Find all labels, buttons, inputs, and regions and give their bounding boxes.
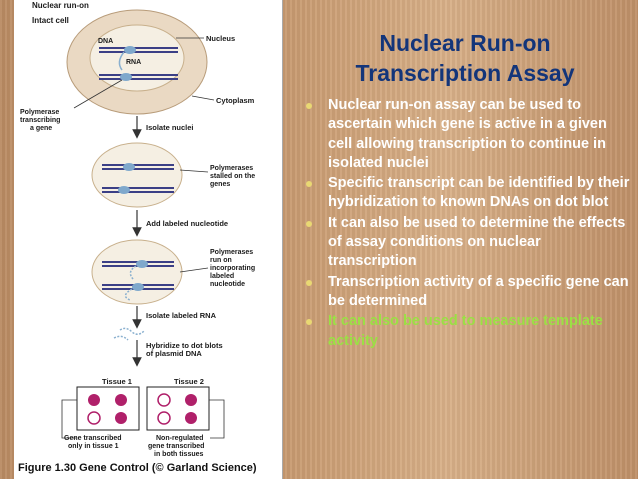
bracket-tissue-1 bbox=[61, 399, 77, 439]
figure-header: Nuclear run-on bbox=[32, 1, 89, 10]
label-intact-cell: Intact cell bbox=[32, 16, 69, 25]
label-polymerase-line1: Polymerase bbox=[20, 109, 59, 116]
label-gene-tissue1-2: only in tissue 1 bbox=[68, 443, 119, 450]
step-hybridize-2: of plasmid DNA bbox=[146, 349, 202, 358]
label-stalled-2: stalled on the bbox=[210, 173, 255, 180]
bracket-tissue-2 bbox=[209, 399, 225, 439]
figure-caption-text: Gene Control (© Garland Science) bbox=[79, 462, 257, 474]
bullet-text: It can also be used to measure template … bbox=[328, 313, 603, 349]
slide-title-line-2: Transcription Assay bbox=[355, 60, 575, 86]
dot-t2-gene1-empty bbox=[157, 393, 171, 407]
dot-t2-gene2 bbox=[185, 394, 197, 406]
label-runon-5: nucleotide bbox=[210, 281, 245, 288]
dot-t1-gene4 bbox=[115, 412, 127, 424]
label-runon-4: labeled bbox=[210, 273, 234, 280]
label-runon-2: run on bbox=[210, 257, 232, 264]
leader-runon bbox=[179, 267, 209, 273]
leader-polymerase bbox=[73, 79, 123, 109]
bullet-text: Specific transcript can be identified by… bbox=[328, 175, 630, 211]
nucleus-3 bbox=[91, 239, 183, 305]
dot-t1-gene1 bbox=[88, 394, 100, 406]
step-isolate-rna: Isolate labeled RNA bbox=[146, 311, 217, 320]
label-polymerase-line3: a gene bbox=[30, 125, 52, 132]
leader-cytoplasm bbox=[191, 95, 215, 101]
bullet-item: Nuclear run-on assay can be used to asce… bbox=[298, 96, 632, 173]
label-polymerase-line2: transcribing bbox=[20, 117, 60, 124]
label-dna: DNA bbox=[98, 38, 113, 45]
label-gene-tissue1-1: Gene transcribed bbox=[64, 435, 122, 442]
dot-t2-gene3-empty bbox=[157, 411, 171, 425]
slide-title-line-1: Nuclear Run-on bbox=[379, 30, 551, 56]
nucleus-3-labeled-rna-2 bbox=[124, 288, 133, 301]
bullet-text: It can also be used to determine the eff… bbox=[328, 214, 626, 270]
cell-1-rna bbox=[118, 51, 125, 71]
nucleus-2-polymerase-2 bbox=[118, 186, 130, 194]
label-nonreg-1: Non-regulated bbox=[156, 435, 203, 442]
bullet-marker bbox=[306, 220, 312, 227]
isolated-rna-1 bbox=[119, 327, 145, 335]
bullet-list: Nuclear run-on assay can be used to asce… bbox=[298, 96, 632, 352]
leader-stalled bbox=[179, 169, 209, 173]
cell-1-nucleus bbox=[89, 24, 185, 92]
nucleus-3-labeled-rna-1 bbox=[129, 265, 137, 281]
label-stalled-3: genes bbox=[210, 181, 230, 188]
bullet-item-highlight: It can also be used to measure template … bbox=[298, 312, 632, 351]
figure-panel: Nuclear run-on Intact cell DNA RNA Nucle… bbox=[14, 0, 283, 479]
step-hybridize-1: Hybridize to dot blots bbox=[146, 341, 223, 350]
bullet-marker bbox=[306, 279, 312, 286]
label-rna: RNA bbox=[126, 59, 141, 66]
label-nonreg-3: in both tissues bbox=[154, 451, 204, 458]
label-runon-1: Polymerases bbox=[210, 249, 253, 256]
nucleus-2-polymerase-1 bbox=[123, 163, 135, 171]
label-tissue-2: Tissue 2 bbox=[174, 377, 204, 386]
dot-t2-gene4 bbox=[185, 412, 197, 424]
dot-t1-gene3-empty bbox=[87, 411, 101, 425]
nucleus-3-polymerase-2 bbox=[132, 283, 144, 291]
label-nucleus: Nucleus bbox=[206, 34, 235, 43]
bullet-item: Specific transcript can be identified by… bbox=[298, 174, 632, 213]
bullet-text: Nuclear run-on assay can be used to asce… bbox=[328, 97, 607, 171]
label-cytoplasm: Cytoplasm bbox=[216, 96, 255, 105]
figure-caption: Figure 1.30 Gene Control (© Garland Scie… bbox=[18, 462, 282, 478]
isolated-rna-2 bbox=[113, 335, 129, 341]
nucleus-2 bbox=[91, 142, 183, 208]
bullet-item: It can also be used to determine the eff… bbox=[298, 214, 632, 272]
nuclear-runon-diagram: Nuclear run-on Intact cell DNA RNA Nucle… bbox=[20, 1, 255, 458]
cell-1-polymerase-2 bbox=[120, 73, 132, 81]
bullet-item: Transcription activity of a specific gen… bbox=[298, 273, 632, 312]
label-nonreg-2: gene transcribed bbox=[148, 443, 204, 450]
label-stalled-1: Polymerases bbox=[210, 165, 253, 172]
blot-tissue-2 bbox=[146, 386, 210, 431]
slide-title: Nuclear Run-on Transcription Assay bbox=[300, 28, 630, 88]
bullet-marker bbox=[306, 181, 312, 188]
cell-1-polymerase bbox=[124, 46, 136, 54]
bullet-marker bbox=[306, 103, 312, 109]
blot-tissue-1 bbox=[76, 386, 140, 431]
bullet-marker bbox=[306, 319, 312, 326]
figure-caption-number: Figure 1.30 bbox=[18, 462, 77, 474]
label-tissue-1: Tissue 1 bbox=[102, 377, 132, 386]
bullet-text: Transcription activity of a specific gen… bbox=[328, 273, 629, 309]
dot-t1-gene2 bbox=[115, 394, 127, 406]
step-isolate-nuclei: Isolate nuclei bbox=[146, 123, 194, 132]
nucleus-3-polymerase-1 bbox=[136, 260, 148, 268]
step-add-labeled-nucleotide: Add labeled nucleotide bbox=[146, 219, 228, 228]
label-runon-3: incorporating bbox=[210, 265, 255, 272]
